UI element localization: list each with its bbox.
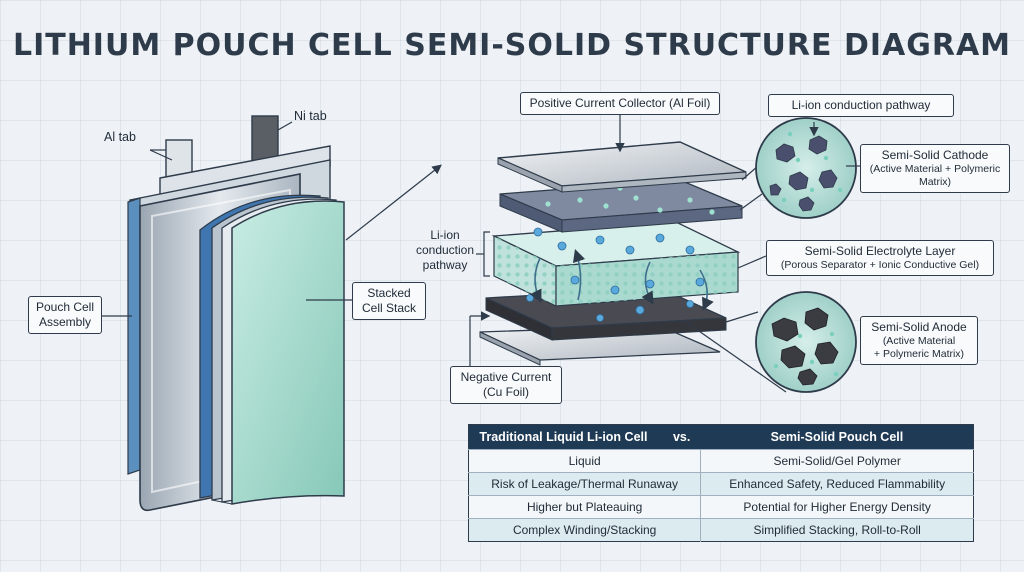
pouch-cell-assembly-label: Pouch Cell Assembly xyxy=(28,296,102,334)
table-row: Liquid Semi-Solid/Gel Polymer xyxy=(468,449,974,473)
table-row: Higher but Plateauing Potential for High… xyxy=(468,495,974,519)
pouch-cell-assembly xyxy=(127,115,345,512)
header-semi-solid: Semi-Solid Pouch Cell xyxy=(700,424,974,450)
negative-current-collector-label: Negative Current (Cu Foil) xyxy=(450,366,562,404)
page-title: LITHIUM POUCH CELL SEMI-SOLID STRUCTURE … xyxy=(12,28,1012,63)
stack-to-exploded-arrow xyxy=(345,164,442,241)
al-tab-label: Al tab xyxy=(104,130,136,144)
comparison-table: Traditional Liquid Li-ion Cell vs. Semi-… xyxy=(468,424,974,542)
anode-zoom-line-1 xyxy=(725,311,759,323)
stacked-cell-stack-label: Stacked Cell Stack xyxy=(352,282,426,320)
semi-solid-cathode-label: Semi-Solid Cathode (Active Material + Po… xyxy=(860,144,1010,193)
cathode-zoom-line-1 xyxy=(739,193,763,211)
semi-solid-electrolyte-label: Semi-Solid Electrolyte Layer (Porous Sep… xyxy=(766,240,994,276)
table-row: Risk of Leakage/Thermal Runaway Enhanced… xyxy=(468,472,974,496)
li-ion-pathway-top-label: Li-ion conduction pathway xyxy=(768,94,954,117)
positive-current-collector-label: Positive Current Collector (Al Foil) xyxy=(520,92,720,115)
li-ion-pathway-left-label: Li-ion conduction pathway xyxy=(415,228,475,272)
cathode-zoom-circle xyxy=(755,117,857,219)
semi-solid-anode-label: Semi-Solid Anode (Active Material + Poly… xyxy=(860,316,978,365)
anode-zoom-circle xyxy=(755,291,857,393)
header-traditional: Traditional Liquid Li-ion Cell vs. xyxy=(468,424,701,450)
ni-tab-shape xyxy=(251,115,279,163)
ni-tab-label: Ni tab xyxy=(294,109,327,123)
ni-tab-leader xyxy=(277,121,293,131)
electrolyte-leader xyxy=(737,255,767,269)
exploded-stack xyxy=(479,141,747,366)
header-vs: vs. xyxy=(672,430,691,444)
comparison-header-row: Traditional Liquid Li-ion Cell vs. Semi-… xyxy=(468,424,974,450)
table-row: Complex Winding/Stacking Simplified Stac… xyxy=(468,518,974,542)
